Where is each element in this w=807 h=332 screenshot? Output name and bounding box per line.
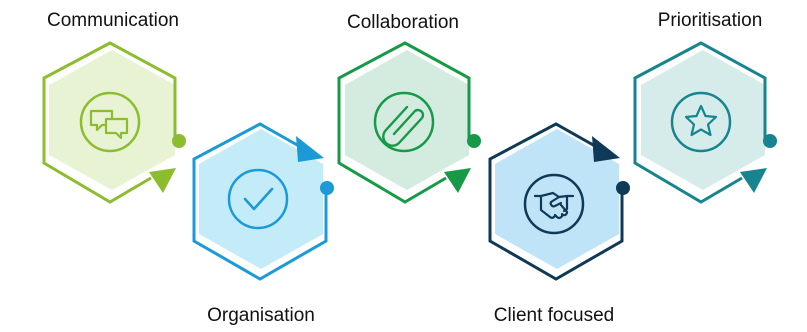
icon-ring <box>79 91 141 153</box>
step-label-organisation: Organisation <box>207 305 315 326</box>
arrow-head <box>149 168 176 193</box>
hexagon-outline <box>633 41 767 204</box>
chat-bubbles-icon <box>89 109 129 140</box>
arrow-head <box>592 136 620 162</box>
connector-dot <box>320 181 334 195</box>
connector-dot <box>467 134 481 148</box>
hexagon-fill <box>199 129 323 269</box>
icon-ring <box>523 173 585 235</box>
connector-dot <box>172 134 186 148</box>
step-label-collaboration: Collaboration <box>347 12 459 33</box>
star-icon <box>684 104 718 137</box>
hexagon-fill <box>641 50 765 190</box>
icon-ring <box>227 168 289 230</box>
arrow-head <box>296 136 324 162</box>
connector-dot <box>616 181 630 195</box>
hexagon-outline <box>42 41 177 204</box>
step-label-communication: Communication <box>47 10 179 31</box>
icon-ring <box>373 91 435 153</box>
connector-dot <box>763 134 777 148</box>
step-communication: Communication <box>42 10 186 204</box>
handshake-icon <box>533 191 575 219</box>
arrow-head <box>444 168 471 193</box>
hexagon-outline <box>488 122 624 281</box>
step-client-focused: Client focused <box>488 122 630 326</box>
icon-ring <box>670 91 732 153</box>
step-label-prioritisation: Prioritisation <box>658 10 763 31</box>
paperclip-icon <box>382 105 425 147</box>
step-collaboration: Collaboration <box>337 12 481 204</box>
checkmark-icon <box>243 187 274 211</box>
hexagon-outline <box>337 41 471 204</box>
step-organisation: Organisation <box>192 122 334 326</box>
hexagon-outline <box>192 122 328 281</box>
step-prioritisation: Prioritisation <box>633 10 777 204</box>
arrow-head <box>740 168 767 193</box>
step-label-client-focused: Client focused <box>494 305 614 326</box>
